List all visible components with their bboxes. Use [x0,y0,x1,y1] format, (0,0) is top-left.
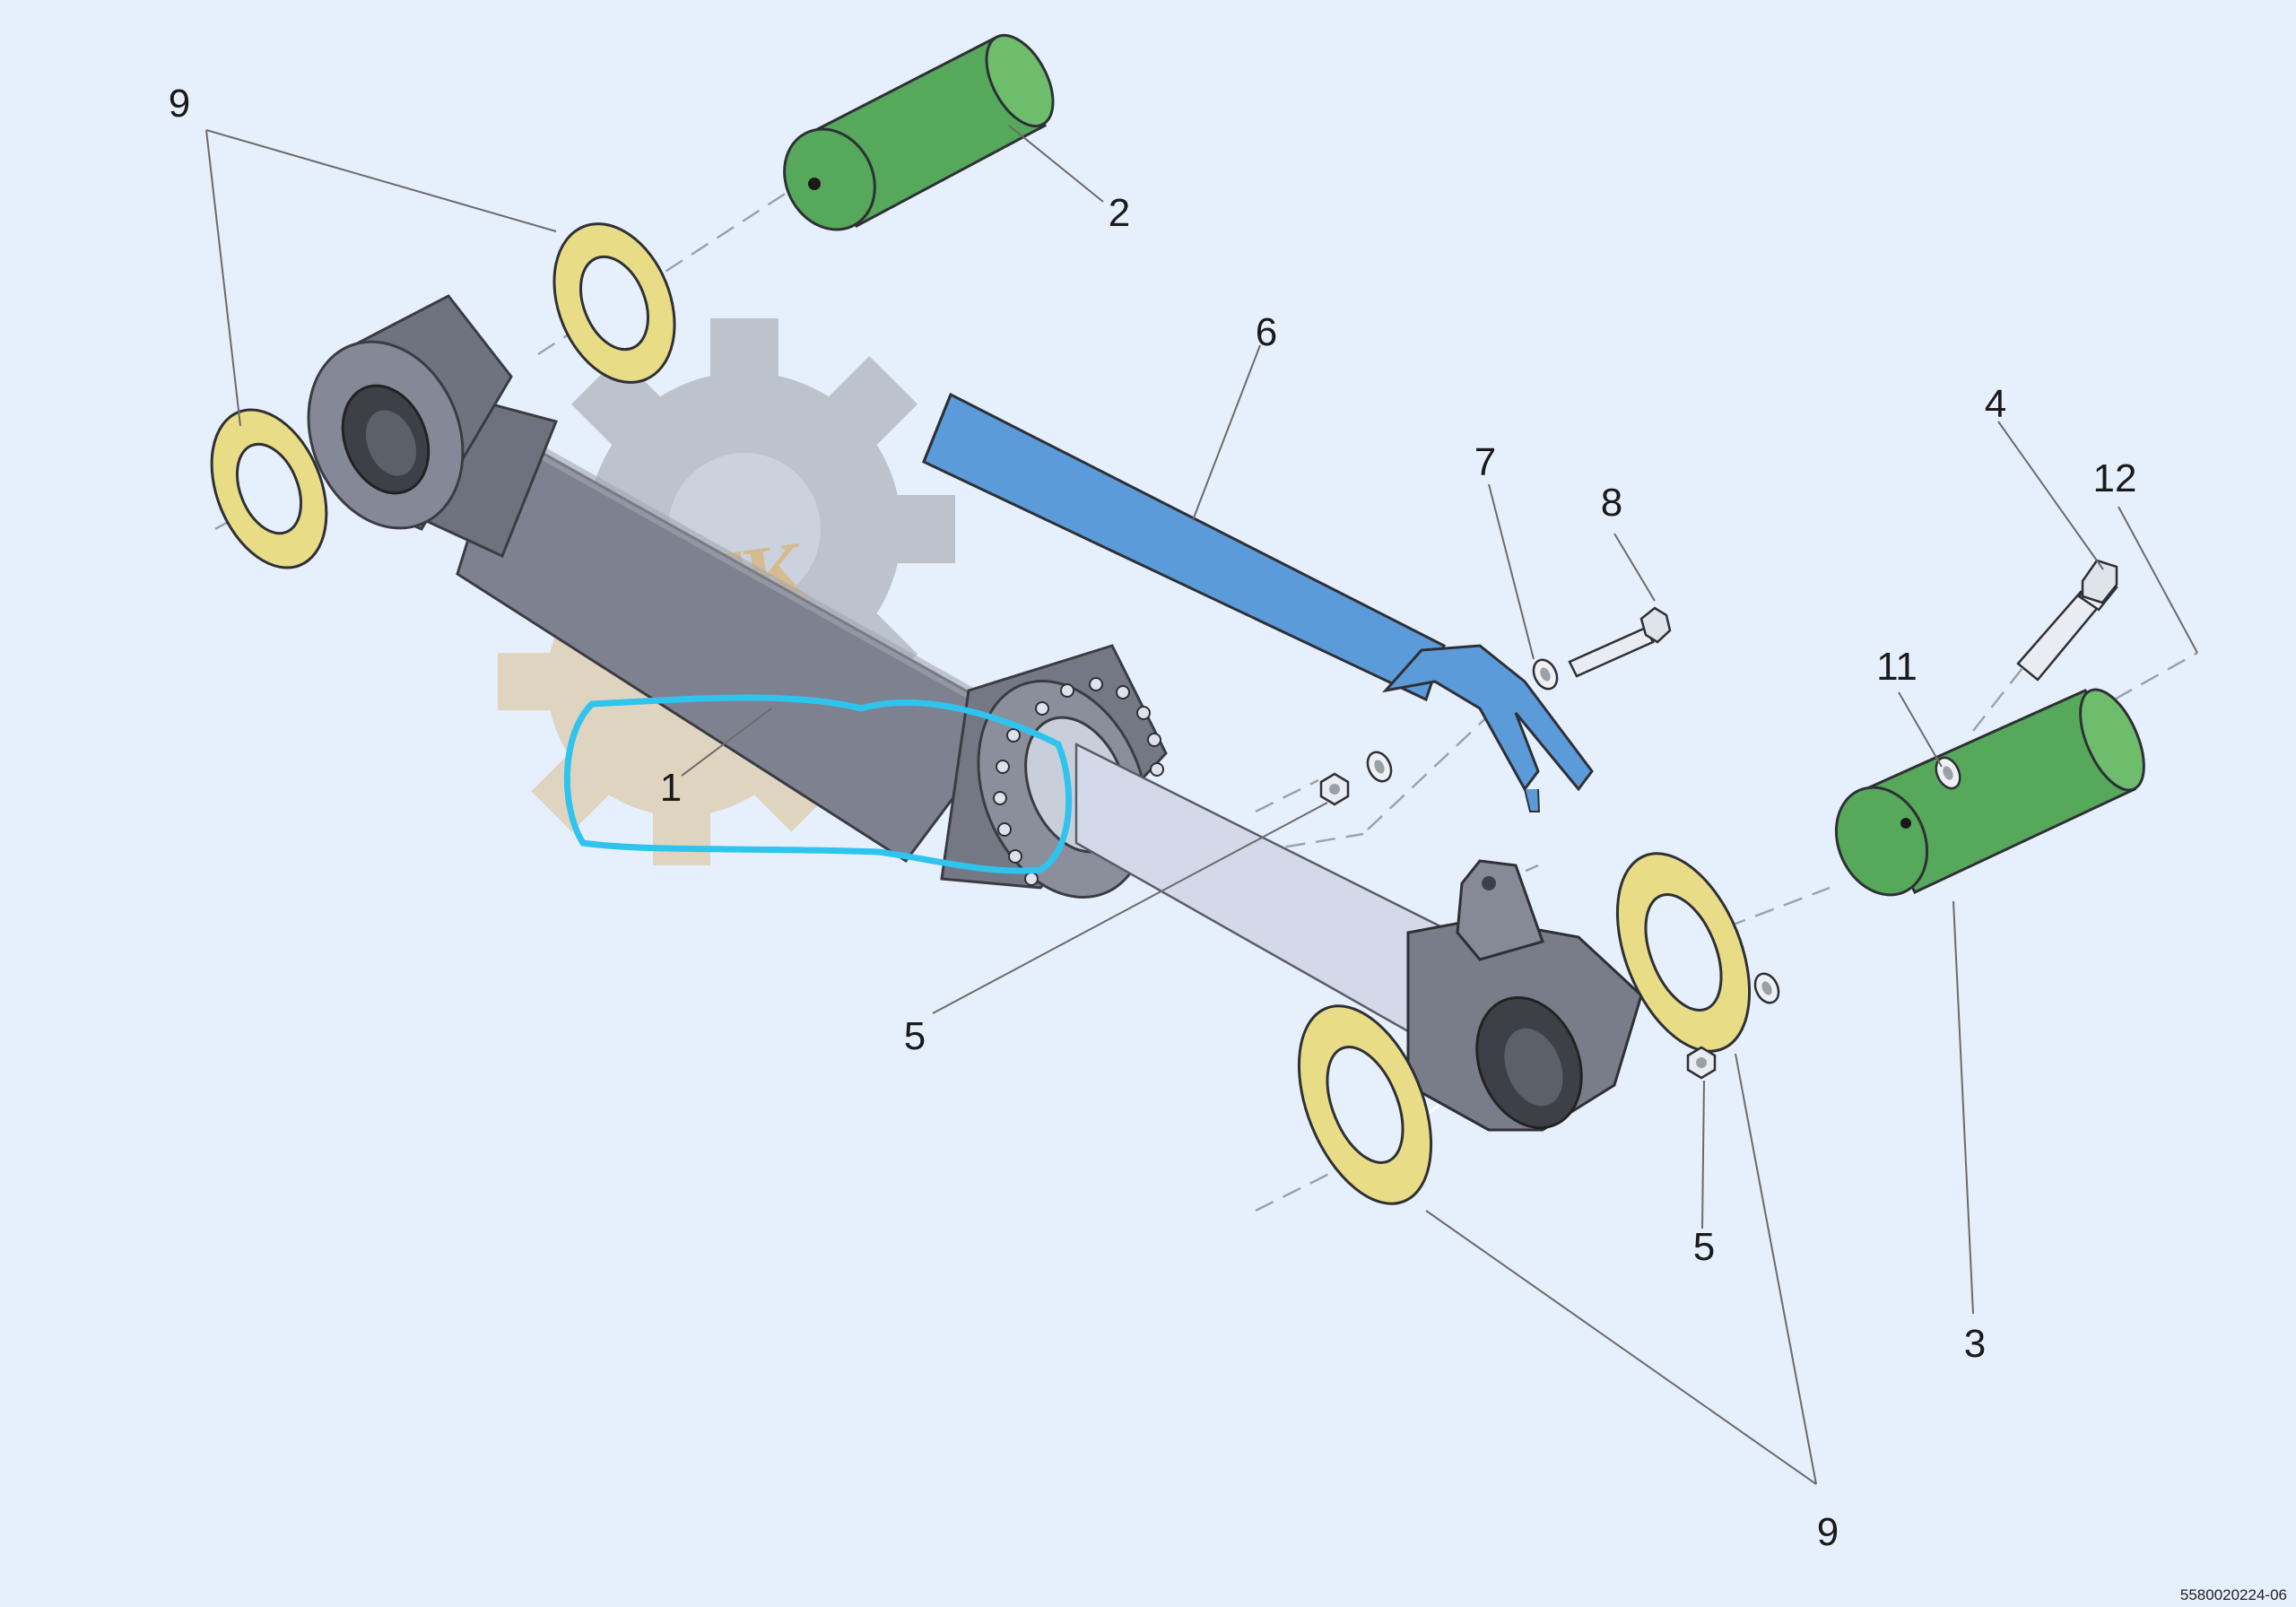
callout-8: 8 [1601,481,1622,525]
callout-1: 1 [660,766,682,810]
callout-labels: 9 2 6 7 8 4 12 11 1 5 5 3 9 [169,82,2137,1554]
part-guard-bar [922,392,1446,702]
nut-upper [1319,772,1350,806]
bolt-8 [1568,606,1672,678]
piston-rod [1074,742,1455,1033]
leader-lines [205,125,2198,1485]
part-pin-upper [783,33,1055,231]
washer-small-upper [1366,751,1393,783]
cylinder-rear-eye [307,294,513,531]
callout-9-bottom: 9 [1817,1510,1839,1554]
callout-4: 4 [1985,382,2006,426]
washer-bottom-left [1297,1004,1433,1205]
callout-12: 12 [2093,456,2137,500]
part-pin-lower [1834,688,2145,897]
rod-end-eye [1406,859,1643,1132]
part-bolt-4 [1972,559,2118,732]
callout-11: 11 [1876,645,1918,689]
nut-lower [1686,1046,1717,1080]
rod-end-lug [1456,859,1544,961]
callout-6: 6 [1256,310,1277,354]
callout-3: 3 [1964,1322,1986,1366]
gland-bolts [993,677,1164,886]
callout-5-upper: 5 [904,1014,926,1058]
callout-5-lower: 5 [1693,1225,1715,1269]
drawing-number: 5580020224-06 [2180,1586,2287,1603]
callout-9-top: 9 [169,82,190,126]
callout-2: 2 [1109,191,1130,235]
highlight-loop [563,694,1073,874]
hardware-small [1319,606,1780,1080]
washer-top-right [552,222,676,384]
washer-bottom-right [1615,852,1752,1053]
part-cylinder [307,294,1168,899]
part-washer-11 [1935,756,1961,790]
callout-7: 7 [1474,440,1496,484]
part-bracket [1381,644,1594,812]
washer-small-7 [1532,658,1559,691]
washer-small-lower [1753,972,1780,1004]
